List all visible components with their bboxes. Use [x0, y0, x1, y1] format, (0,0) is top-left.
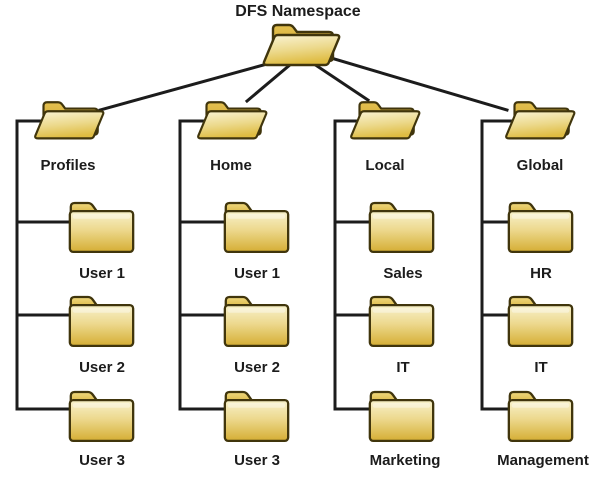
local-sales-label: Sales: [383, 265, 423, 282]
global-hr-label: HR: [530, 265, 552, 282]
diagram-title: DFS Namespace: [235, 3, 361, 20]
dfs-namespace-open-folder-icon: [262, 23, 341, 67]
global-management-label: Management: [497, 452, 589, 469]
connector-root-to-global: [329, 56, 509, 112]
profiles-user-3-folder-icon: [68, 390, 135, 443]
profiles-user-2-label: User 2: [79, 359, 125, 376]
home-user-2-folder-icon: [223, 295, 290, 348]
home-label: Home: [210, 157, 252, 174]
home-user-1-label: User 1: [234, 265, 280, 282]
home-user-3-label: User 3: [234, 452, 280, 469]
profiles-user-1-folder-icon: [68, 201, 135, 254]
home-user-1-folder-icon: [223, 201, 290, 254]
local-open-folder-icon: [350, 101, 421, 140]
local-marketing-folder-icon: [368, 390, 435, 443]
profiles-user-2-folder-icon: [68, 295, 135, 348]
profiles-open-folder-icon: [34, 101, 105, 140]
profiles-label: Profiles: [40, 157, 96, 174]
global-label: Global: [516, 157, 564, 174]
home-user-2-label: User 2: [234, 359, 280, 376]
connector-root-to-home: [244, 61, 294, 104]
global-it-folder-icon: [507, 295, 574, 348]
global-management-folder-icon: [507, 390, 574, 443]
global-open-folder-icon: [505, 101, 576, 140]
profiles-user-1-label: User 1: [79, 265, 125, 282]
local-marketing-label: Marketing: [369, 452, 441, 469]
connector-root-to-local: [311, 61, 371, 103]
global-it-label: IT: [534, 359, 548, 376]
connector-trunk-global: [480, 119, 519, 411]
local-label: Local: [365, 157, 405, 174]
connector-root-to-profiles: [98, 59, 280, 112]
local-it-folder-icon: [368, 295, 435, 348]
connector-trunk-profiles: [15, 119, 80, 411]
home-open-folder-icon: [197, 101, 268, 140]
profiles-user-3-label: User 3: [79, 452, 125, 469]
connector-trunk-home: [178, 119, 235, 411]
connector-trunk-local: [333, 119, 380, 411]
home-user-3-folder-icon: [223, 390, 290, 443]
local-sales-folder-icon: [368, 201, 435, 254]
global-hr-folder-icon: [507, 201, 574, 254]
local-it-label: IT: [396, 359, 410, 376]
